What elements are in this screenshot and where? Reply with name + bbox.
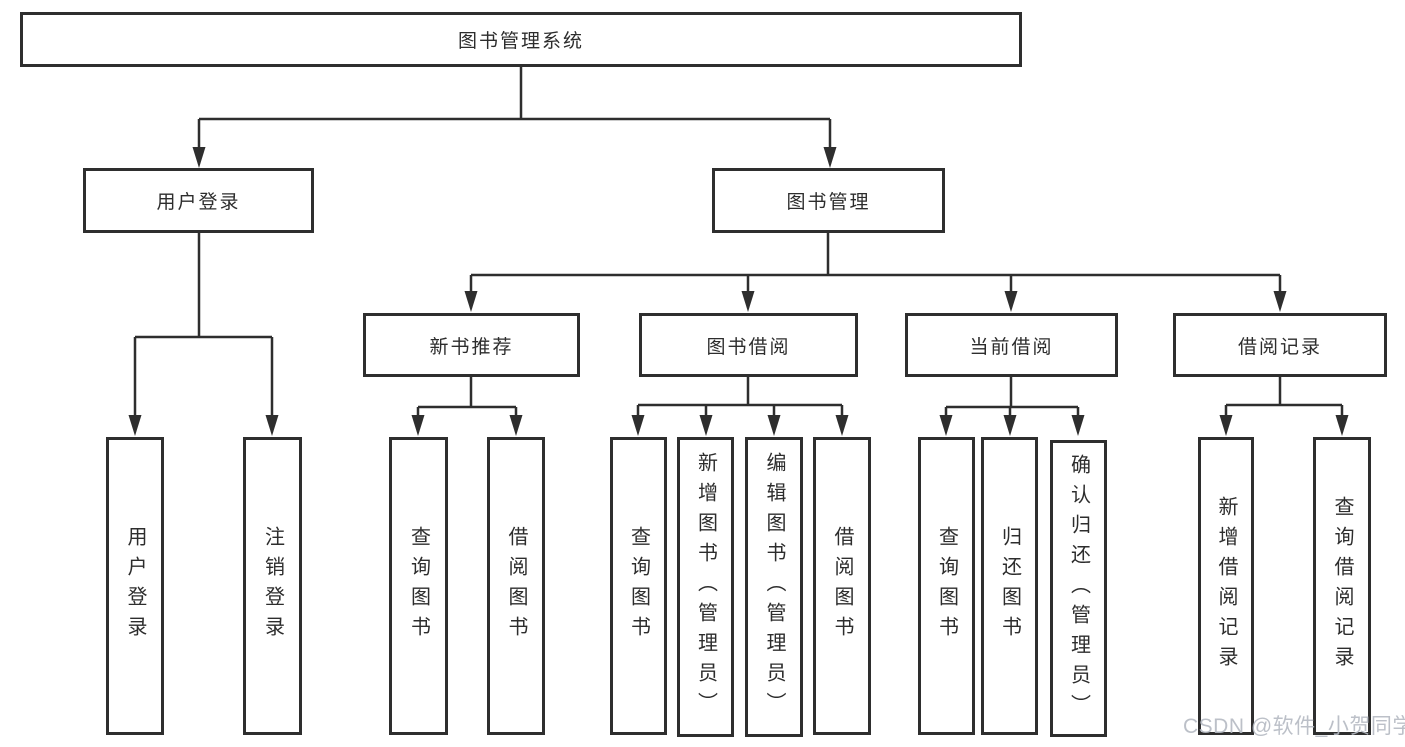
node-new-book-recommend: 新书推荐 (363, 313, 580, 377)
arrowhead (767, 415, 781, 436)
connector-current-borrow-branch (944, 377, 1080, 418)
arrowhead (265, 415, 279, 436)
node-label: 新增借阅记录 (1215, 496, 1237, 676)
leaf-add-book-admin: 新增图书（管理员） (677, 437, 734, 737)
node-label: 查询图书 (627, 526, 650, 646)
leaf-user-login: 用户登录 (106, 437, 164, 735)
node-label: 借阅图书 (505, 526, 527, 646)
connector-book-borrow-branch (636, 377, 844, 418)
node-root-system: 图书管理系统 (20, 12, 1022, 67)
node-label: 新增图书（管理员） (694, 452, 717, 722)
node-borrowing-records: 借阅记录 (1173, 313, 1387, 377)
node-label: 图书借阅 (706, 336, 791, 358)
arrowhead (939, 415, 953, 436)
node-label: 确认归还（管理员） (1067, 453, 1090, 724)
node-label: 用户登录 (124, 526, 146, 646)
node-label: 图书管理 (786, 192, 871, 213)
node-label: 查询图书 (407, 526, 430, 646)
node-book-borrowing: 图书借阅 (639, 313, 858, 377)
connector-root-to-level2 (197, 67, 832, 150)
node-label: 借阅图书 (831, 526, 853, 646)
arrowhead (1273, 291, 1287, 312)
arrowhead (464, 291, 478, 312)
leaf-return-book: 归还图书 (981, 437, 1038, 735)
arrowhead (509, 415, 523, 436)
connector-borrow-records-branch (1224, 377, 1344, 418)
arrowhead (1219, 415, 1233, 436)
arrowhead (411, 415, 425, 436)
connector-user-login-branch (133, 233, 274, 418)
arrowhead (741, 291, 755, 312)
arrowhead (1003, 415, 1017, 436)
node-label: 编辑图书（管理员） (763, 452, 785, 722)
node-label: 借阅记录 (1237, 336, 1322, 358)
arrowhead (823, 147, 837, 168)
node-label: 当前借阅 (969, 336, 1054, 358)
leaf-add-borrow-record: 新增借阅记录 (1198, 437, 1254, 735)
arrowhead (1004, 291, 1018, 312)
arrowhead (1071, 415, 1085, 436)
arrowhead (1335, 415, 1349, 436)
node-label: 查询图书 (935, 526, 958, 646)
arrowhead (631, 415, 645, 436)
node-current-borrowing: 当前借阅 (905, 313, 1118, 377)
arrowhead (835, 415, 849, 436)
connector-book-mgmt-branch (469, 233, 1282, 294)
arrowhead (699, 415, 713, 436)
node-label: 用户登录 (156, 192, 241, 213)
leaf-edit-book-admin: 编辑图书（管理员） (745, 437, 803, 737)
node-user-login: 用户登录 (83, 168, 314, 233)
node-label: 新书推荐 (429, 336, 514, 358)
arrowheads (128, 147, 1349, 436)
node-label: 图书管理系统 (457, 31, 584, 52)
leaf-query-borrow-record: 查询借阅记录 (1313, 437, 1371, 735)
leaf-confirm-return-admin: 确认归还（管理员） (1050, 440, 1107, 737)
node-label: 归还图书 (998, 526, 1021, 646)
arrowhead (128, 415, 142, 436)
arrowhead (192, 147, 206, 168)
leaf-borrow-books-recommend: 借阅图书 (487, 437, 545, 735)
leaf-query-books-current: 查询图书 (918, 437, 975, 735)
node-book-management: 图书管理 (712, 168, 945, 233)
node-label: 查询借阅记录 (1331, 496, 1353, 676)
leaf-query-books-recommend: 查询图书 (389, 437, 448, 735)
connector-new-books-branch (416, 377, 518, 418)
leaf-borrow-books: 借阅图书 (813, 437, 871, 735)
node-label: 注销登录 (261, 526, 284, 646)
leaf-logout: 注销登录 (243, 437, 302, 735)
leaf-query-books-borrow: 查询图书 (610, 437, 667, 735)
